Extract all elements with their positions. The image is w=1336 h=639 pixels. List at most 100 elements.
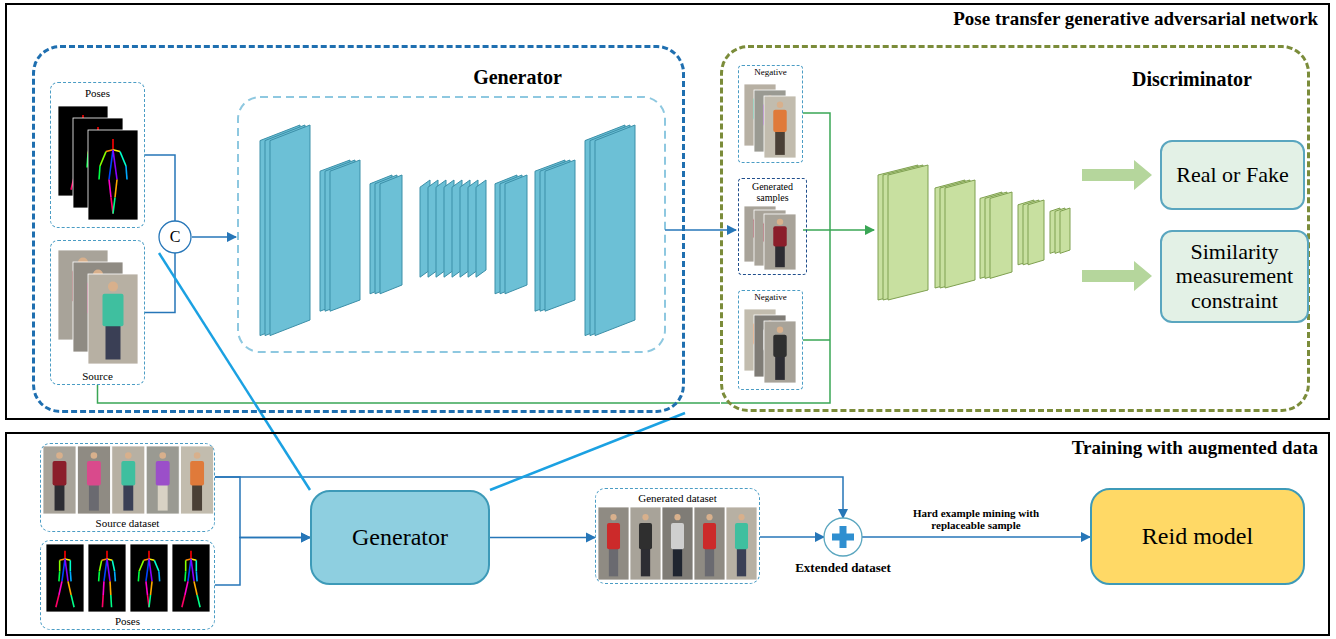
pose-bone	[196, 571, 198, 581]
pose-bone	[194, 581, 197, 595]
person-head	[125, 452, 132, 459]
flow-arrow	[803, 229, 874, 231]
merge-circle: Extended dataset	[823, 517, 863, 557]
node-label: C	[170, 228, 181, 246]
pose-bone	[104, 559, 107, 581]
person-torso	[87, 461, 101, 485]
person-legs	[673, 547, 682, 576]
person-legs	[192, 483, 202, 510]
pose-bone	[65, 559, 68, 581]
pose-bone	[98, 571, 100, 581]
photo-ground	[112, 446, 145, 514]
pose-bone	[154, 560, 159, 571]
person-legs	[737, 547, 746, 576]
layer-sheet	[945, 180, 975, 288]
pose-bone	[114, 571, 116, 581]
pose-bone	[109, 180, 111, 198]
connector	[862, 536, 1090, 538]
pose-ground	[46, 544, 84, 612]
edge-label-holder: Hard example mining with replaceable sam…	[899, 507, 1053, 531]
pose-bone	[188, 559, 191, 581]
pose-thumbnail	[130, 544, 168, 612]
node-label: Source dataset	[96, 517, 160, 529]
pose-thumbnail	[172, 544, 210, 612]
person-head	[108, 282, 118, 292]
node-label: Negative	[754, 293, 786, 303]
module-box: DiscriminatorNegativeGenerated samplesNe…	[720, 45, 1310, 412]
node-label: Discriminator	[1132, 68, 1252, 90]
pose-bone	[197, 595, 200, 607]
pose-bone	[185, 560, 187, 571]
pose-bone	[58, 571, 60, 581]
input-box: Poses	[50, 82, 145, 228]
pose-bone	[68, 581, 71, 595]
pose-bone	[146, 559, 149, 581]
person-legs	[775, 355, 785, 380]
person-legs	[123, 483, 133, 510]
layer-sheet	[545, 160, 575, 311]
pose-bone	[113, 198, 115, 214]
layer-sheet	[380, 175, 402, 294]
layer-sheet	[1060, 208, 1070, 253]
sample-box: Generated samples	[738, 178, 807, 275]
pose-bone	[110, 595, 112, 607]
pose-bone	[182, 595, 185, 607]
person-torso	[671, 523, 684, 549]
network-layer	[495, 175, 527, 294]
photo-ground	[726, 507, 757, 580]
pose-bone	[107, 559, 110, 581]
person-thumbnail	[764, 321, 796, 383]
person-thumbnail	[43, 446, 76, 514]
person-thumbnail	[662, 507, 693, 580]
network-frame	[238, 97, 665, 352]
pose-bone	[109, 150, 113, 180]
pose-bone	[99, 560, 101, 571]
panel: Pose transfer generative adversarial net…	[5, 3, 1330, 420]
pose-thumbnail	[46, 544, 84, 612]
person-legs	[55, 483, 65, 510]
photo-ground	[630, 507, 661, 580]
pose-bone	[146, 581, 148, 595]
person-torso	[773, 226, 786, 246]
connector	[98, 385, 721, 403]
dataset-box: Source dataset	[40, 443, 215, 532]
pose-bone	[126, 166, 127, 180]
person-legs	[106, 324, 121, 360]
node-label: Generator	[352, 524, 448, 550]
pose-bone	[184, 571, 186, 581]
pose-bone	[190, 551, 192, 559]
pose-bone	[191, 559, 194, 581]
node-label: Source	[82, 370, 113, 382]
photo-ground	[764, 214, 796, 270]
pose-bone	[115, 180, 117, 198]
outside-label: Extended dataset	[795, 561, 891, 575]
panel-title: Pose transfer generative adversarial net…	[953, 9, 1318, 30]
photo-ground	[181, 446, 214, 514]
person-legs	[609, 547, 618, 576]
pose-bone	[120, 152, 126, 166]
connector	[760, 536, 824, 538]
pose-bone	[151, 581, 153, 595]
person-torso	[103, 294, 124, 326]
person-legs	[775, 245, 785, 267]
output-box: Similarity measurement constraint	[1160, 230, 1309, 323]
pose-bone	[56, 595, 59, 607]
photo-ground	[694, 507, 725, 580]
network-layer	[320, 160, 360, 311]
person-torso	[190, 461, 204, 485]
pose-bone	[59, 560, 61, 571]
person-thumbnail	[726, 507, 757, 580]
person-legs	[641, 547, 650, 576]
pose-ground	[88, 130, 138, 220]
network-layer	[585, 125, 635, 336]
person-torso	[53, 461, 67, 485]
person-head	[610, 514, 616, 520]
person-legs	[158, 483, 168, 510]
pose-bone	[102, 581, 104, 595]
node-label: Generated dataset	[638, 492, 716, 504]
panel: Training with augmented dataSource datas…	[5, 432, 1330, 636]
photo-ground	[77, 446, 110, 514]
photo-ground	[146, 446, 179, 514]
person-head	[777, 101, 783, 107]
